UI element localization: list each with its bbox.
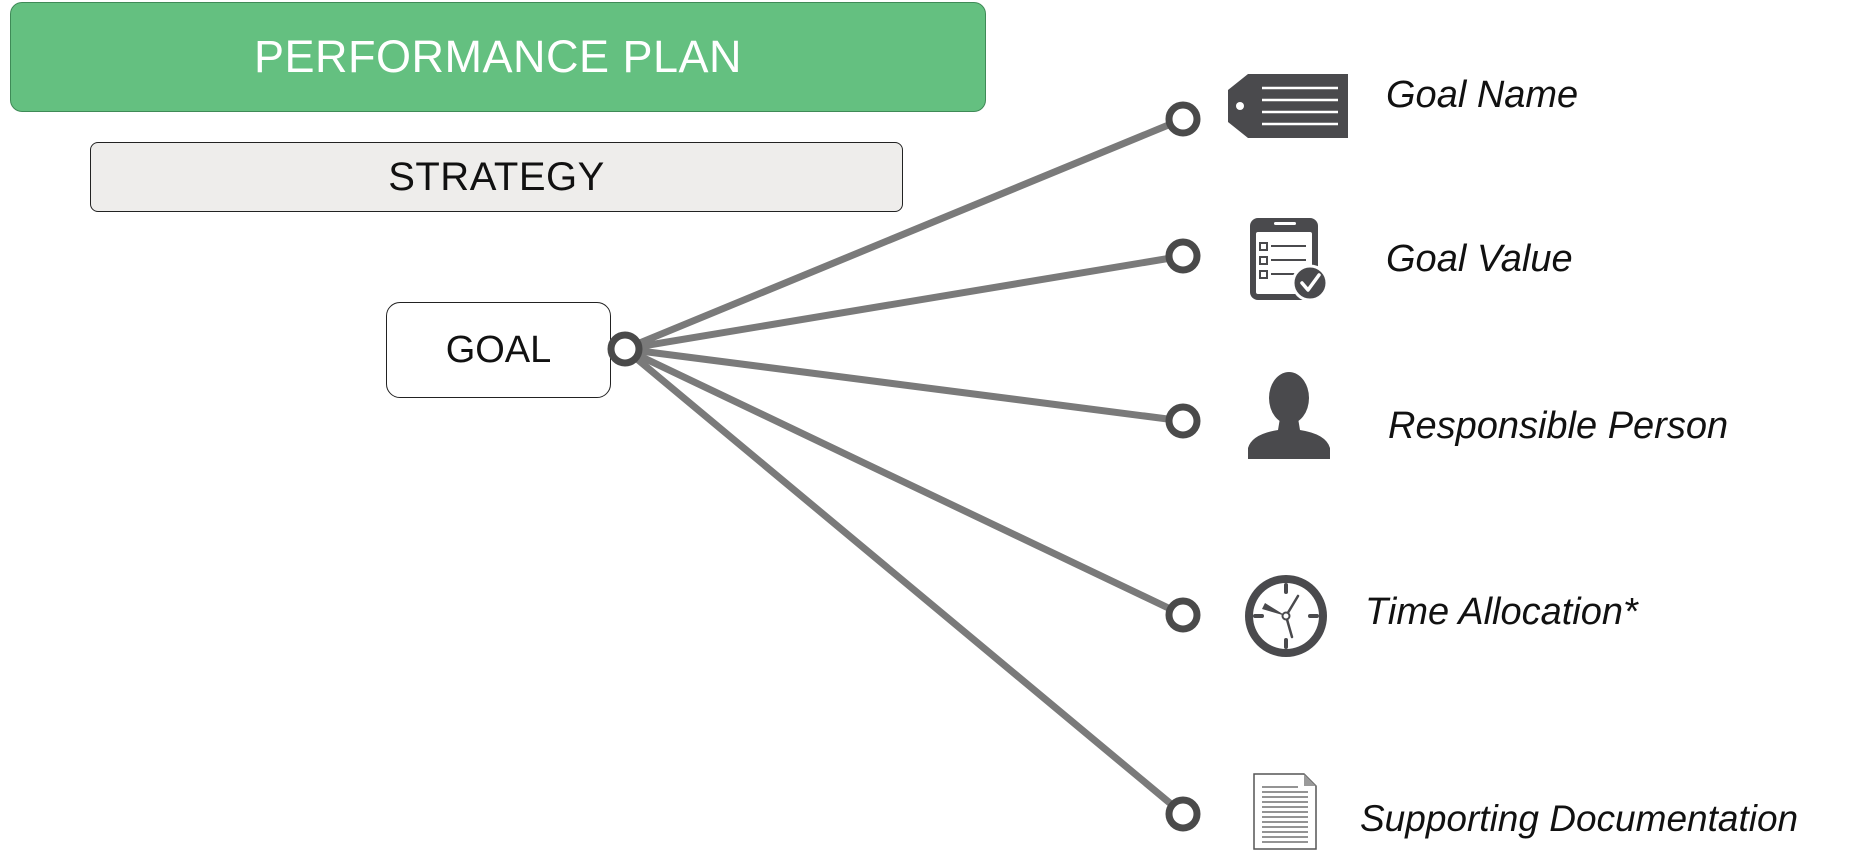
node-supporting-documentation [1165,796,1201,832]
branch-label-goal-value: Goal Value [1386,238,1573,280]
checklist-icon [1250,218,1329,302]
connector-goal-value [621,252,1187,353]
person-icon [1248,372,1330,459]
node-goal-name [1165,101,1201,137]
document-icon [1253,773,1317,850]
branch-label-goal-name: Goal Name [1386,74,1579,116]
connector-time-allocation [621,345,1187,619]
performance-plan-banner: PERFORMANCE PLAN [10,2,986,112]
connector-supporting-documentation [621,345,1187,818]
node-time-allocation [1165,597,1201,633]
plan-title: PERFORMANCE PLAN [253,31,743,82]
node-goal-value [1165,238,1201,274]
goal-node [607,331,643,367]
node-responsible-person [1165,403,1201,439]
goal-label: GOAL [445,328,552,371]
branch-label-supporting-documentation: Supporting Documentation [1360,798,1799,839]
tag-icon [1228,74,1348,138]
connector-responsible-person [621,345,1187,425]
connector-goal-name [621,115,1187,353]
clock-icon [1245,575,1327,657]
branch-label-responsible-person: Responsible Person [1388,405,1729,447]
strategy-box: STRATEGY [90,142,903,212]
goal-box: GOAL [386,302,611,398]
strategy-label: STRATEGY [388,154,605,199]
branch-label-time-allocation: Time Allocation* [1365,591,1638,633]
